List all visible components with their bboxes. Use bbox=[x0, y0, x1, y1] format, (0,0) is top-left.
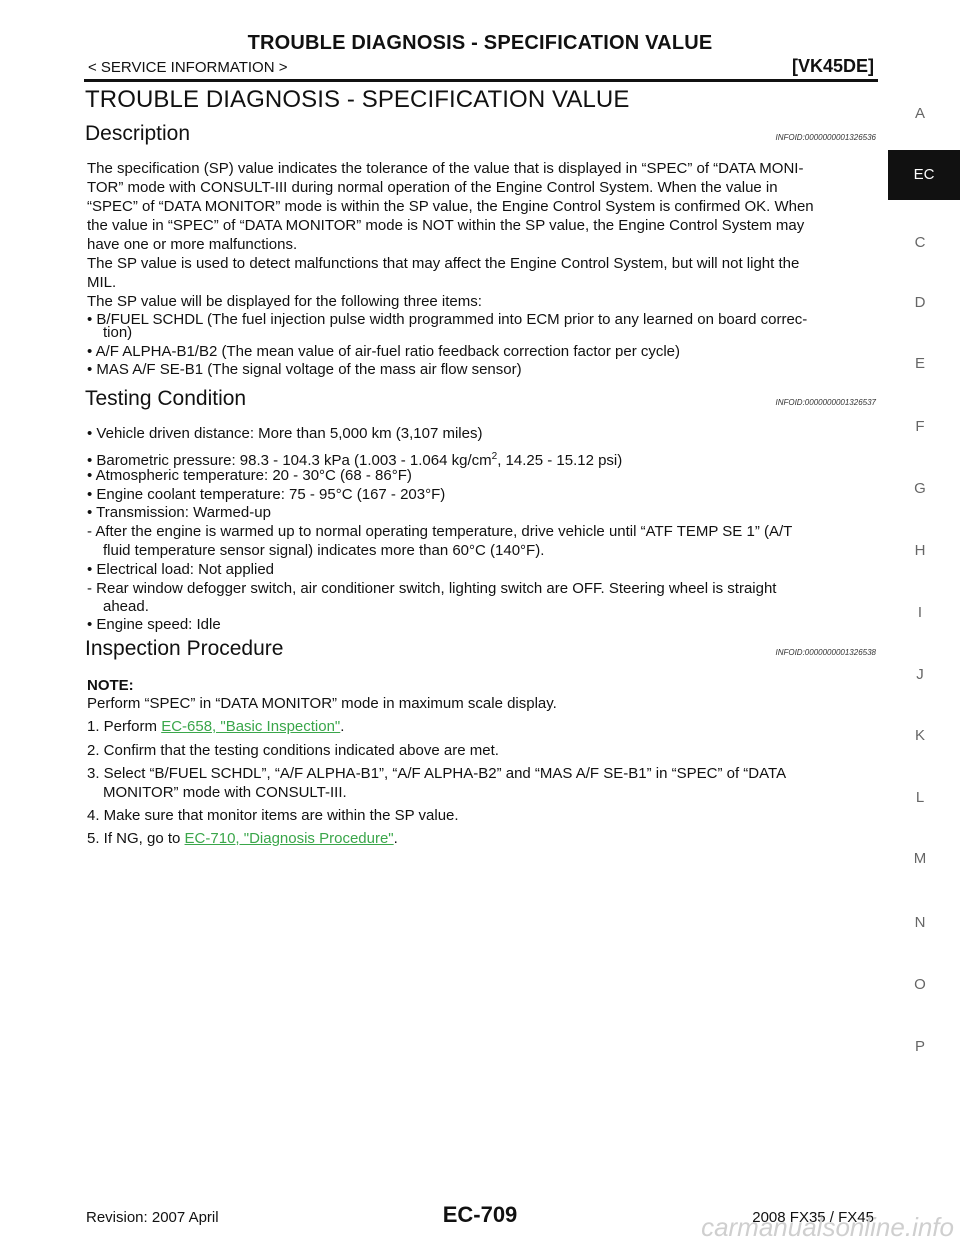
side-index-l[interactable]: L bbox=[915, 789, 925, 806]
sub-item: - After the engine is warmed up to norma… bbox=[87, 523, 793, 540]
header-rule bbox=[84, 79, 878, 82]
step-text: 1. Perform bbox=[87, 718, 162, 735]
testing-heading: Testing Condition bbox=[85, 387, 247, 410]
footer-page-number: EC-709 bbox=[442, 1202, 518, 1227]
side-index-o[interactable]: O bbox=[914, 976, 926, 993]
sub-item-continuation: ahead. bbox=[103, 598, 149, 615]
list-item: • Vehicle driven distance: More than 5,0… bbox=[87, 425, 483, 442]
side-index-d[interactable]: D bbox=[914, 294, 926, 311]
diagnosis-procedure-link[interactable]: EC-710, "Diagnosis Procedure" bbox=[184, 830, 394, 847]
description-infoid: INFOID:0000000001326536 bbox=[775, 133, 876, 142]
sub-item-continuation: fluid temperature sensor signal) indicat… bbox=[103, 542, 545, 559]
list-item: • B/FUEL SCHDL (The fuel injection pulse… bbox=[87, 311, 808, 328]
text-line: The SP value is used to detect malfuncti… bbox=[87, 255, 800, 272]
side-index-e[interactable]: E bbox=[914, 355, 925, 372]
step-text: 5. If NG, go to bbox=[87, 830, 185, 847]
step-text: . bbox=[393, 830, 398, 847]
description-paragraph-3: The SP value will be displayed for the f… bbox=[87, 293, 482, 310]
side-index-m[interactable]: M bbox=[913, 850, 927, 867]
footer-revision: Revision: 2007 April bbox=[86, 1209, 219, 1226]
side-index-g[interactable]: G bbox=[914, 480, 926, 497]
inspection-infoid: INFOID:0000000001326538 bbox=[775, 648, 876, 657]
list-item: • Engine speed: Idle bbox=[87, 616, 221, 633]
text-run: , 14.25 - 15.12 psi) bbox=[497, 452, 623, 469]
step-4: 4. Make sure that monitor items are with… bbox=[87, 807, 459, 824]
side-index-j[interactable]: J bbox=[916, 666, 924, 683]
text-line: “SPEC” of “DATA MONITOR” mode is within … bbox=[87, 198, 814, 215]
inspection-heading: Inspection Procedure bbox=[85, 637, 284, 660]
side-index-n[interactable]: N bbox=[914, 914, 926, 931]
text-line: The specification (SP) value indicates t… bbox=[87, 160, 804, 177]
page-heading: TROUBLE DIAGNOSIS - SPECIFICATION VALUE bbox=[85, 86, 630, 113]
list-item: • Electrical load: Not applied bbox=[87, 561, 275, 578]
list-item: • Barometric pressure: 98.3 - 104.3 kPa … bbox=[87, 447, 879, 470]
text-run: • Barometric pressure: 98.3 - 104.3 kPa … bbox=[87, 452, 492, 469]
description-paragraph-1: The specification (SP) value indicates t… bbox=[87, 159, 879, 254]
text-line: MIL. bbox=[87, 274, 117, 291]
step-3: 3. Select “B/FUEL SCHDL”, “A/F ALPHA-B1”… bbox=[87, 765, 787, 782]
footer-model: 2008 FX35 / FX45 bbox=[752, 1209, 874, 1226]
list-item: • Engine coolant temperature: 75 - 95°C … bbox=[87, 486, 446, 503]
step-3-continuation: MONITOR” mode with CONSULT-III. bbox=[103, 784, 347, 801]
step-2: 2. Confirm that the testing conditions i… bbox=[87, 742, 499, 759]
side-index-ec[interactable]: EC bbox=[888, 150, 960, 200]
side-index-k[interactable]: K bbox=[914, 727, 925, 744]
list-item: • Transmission: Warmed-up bbox=[87, 504, 271, 521]
side-index-h[interactable]: H bbox=[914, 542, 926, 559]
text-line: the value in “SPEC” of “DATA MONITOR” mo… bbox=[87, 217, 805, 234]
side-index-i[interactable]: I bbox=[917, 604, 923, 621]
list-item: • A/F ALPHA-B1/B2 (The mean value of air… bbox=[87, 343, 681, 360]
description-heading: Description bbox=[85, 122, 191, 145]
text-line: have one or more malfunctions. bbox=[87, 236, 298, 253]
watermark: carmanualsonline.info bbox=[701, 1212, 954, 1242]
testing-infoid: INFOID:0000000001326537 bbox=[775, 398, 876, 407]
step-1: 1. Perform EC-658, "Basic Inspection". bbox=[87, 717, 879, 736]
superscript: 2 bbox=[491, 451, 498, 462]
text-line: TOR” mode with CONSULT-III during normal… bbox=[87, 179, 778, 196]
header-title: TROUBLE DIAGNOSIS - SPECIFICATION VALUE bbox=[247, 32, 713, 54]
header-model: [VK45DE] bbox=[791, 56, 874, 76]
list-item-continuation: tion) bbox=[103, 324, 133, 341]
side-index-c[interactable]: C bbox=[914, 234, 926, 251]
side-index-f[interactable]: F bbox=[915, 418, 925, 435]
side-index-p[interactable]: P bbox=[914, 1038, 925, 1055]
basic-inspection-link[interactable]: EC-658, "Basic Inspection" bbox=[161, 718, 341, 735]
header-section: < SERVICE INFORMATION > bbox=[88, 59, 288, 76]
note-label: NOTE: bbox=[87, 677, 134, 694]
step-text: . bbox=[340, 718, 345, 735]
side-index-a[interactable]: A bbox=[914, 105, 925, 122]
step-5: 5. If NG, go to EC-710, "Diagnosis Proce… bbox=[87, 829, 879, 848]
sub-item: - Rear window defogger switch, air condi… bbox=[87, 580, 777, 597]
side-index: A EC C D E F G H I J K L M N O P bbox=[880, 0, 960, 1242]
list-item: • MAS A/F SE-B1 (The signal voltage of t… bbox=[87, 361, 522, 378]
description-paragraph-2: The SP value is used to detect malfuncti… bbox=[87, 254, 879, 292]
list-item: • Atmospheric temperature: 20 - 30°C (68… bbox=[87, 467, 412, 484]
note-text: Perform “SPEC” in “DATA MONITOR” mode in… bbox=[87, 695, 557, 712]
